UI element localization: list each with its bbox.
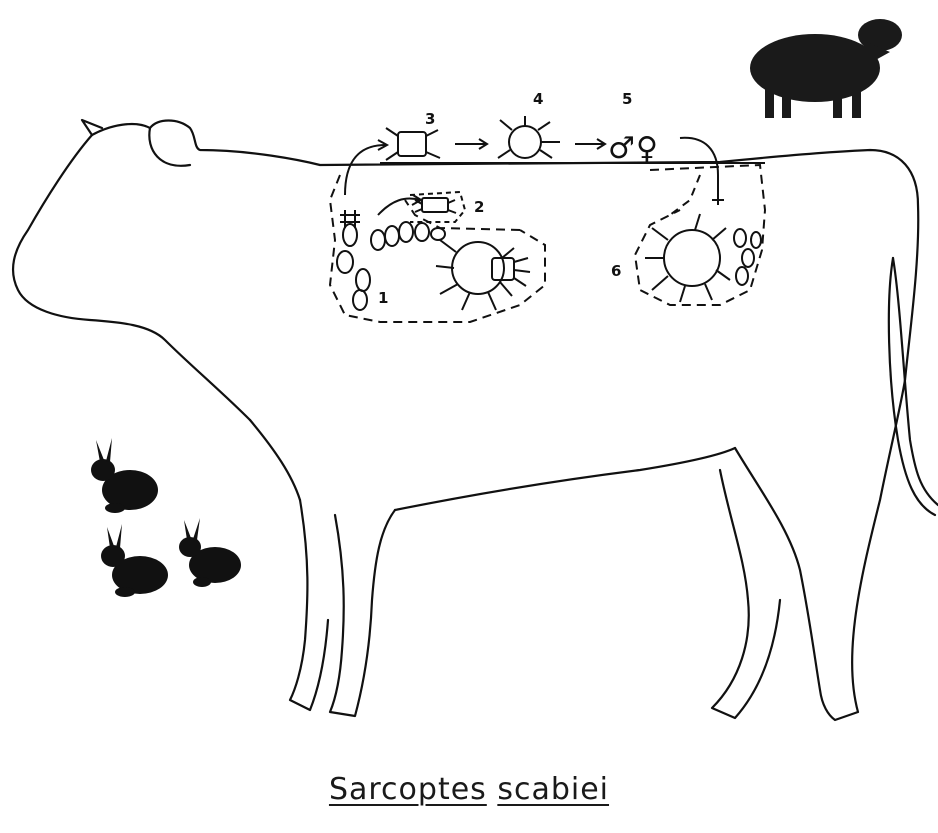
larva-stage [378,192,465,222]
female-symbol: ♀ [636,131,658,166]
sheep-silhouette-icon [750,19,902,118]
stage-label-2: 2 [474,198,484,216]
stage-label-1: 1 [378,289,388,307]
second-nymph-stage [455,116,560,158]
adult-female-mite [436,240,530,310]
stage-label-6: 6 [611,262,621,280]
egg-cluster [337,210,445,310]
stage-label-5: 5 [622,90,632,108]
species-name: scabiei [497,772,609,807]
gravid-female-stage [645,214,761,302]
rabbit-silhouette-icon [179,518,241,587]
skin-burrow-region [330,163,765,322]
stage-label-4: 4 [533,90,543,108]
stage-label-3: 3 [425,110,435,128]
genus-name: Sarcoptes [329,772,487,807]
rabbit-silhouette-icon [101,524,168,597]
species-caption: Sarcoptes scabiei [0,772,938,807]
rabbit-silhouette-icon [91,438,158,513]
nymph-stage [345,128,440,195]
male-symbol: ♂ [608,131,635,166]
